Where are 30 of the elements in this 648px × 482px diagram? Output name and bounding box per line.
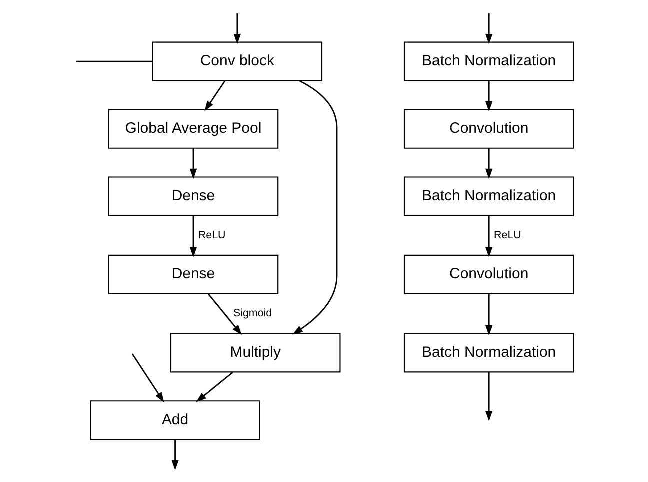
arrow	[485, 294, 492, 336]
arrow	[485, 81, 492, 112]
arrow	[189, 148, 197, 180]
node-box: Convolution	[403, 254, 574, 295]
arrow	[485, 372, 492, 422]
node-box: Multiply	[170, 333, 340, 373]
node-box: Conv block	[152, 42, 322, 82]
connector	[76, 60, 152, 62]
edge-label: ReLU	[494, 229, 521, 242]
arrow	[189, 216, 197, 258]
arrow	[196, 372, 233, 402]
node-box: Dense	[108, 254, 278, 295]
node-box: Convolution	[403, 109, 574, 149]
node-box: Batch Normalization	[403, 176, 574, 216]
edge-label: ReLU	[198, 229, 226, 242]
node-box: Batch Normalization	[403, 42, 574, 82]
arrow	[292, 80, 338, 335]
arrow	[485, 148, 492, 180]
arrow	[233, 14, 240, 44]
node-box: Dense	[108, 176, 278, 216]
arrow	[485, 216, 492, 258]
node-box: Add	[90, 400, 260, 440]
node-box: Batch Normalization	[403, 333, 574, 373]
node-box: Global Average Pool	[108, 109, 278, 149]
arrow	[485, 14, 492, 44]
arrow	[131, 354, 164, 403]
edge-label: Sigmoid	[232, 308, 272, 320]
arrow	[207, 294, 242, 336]
arrow	[204, 80, 226, 112]
arrow	[171, 440, 178, 471]
